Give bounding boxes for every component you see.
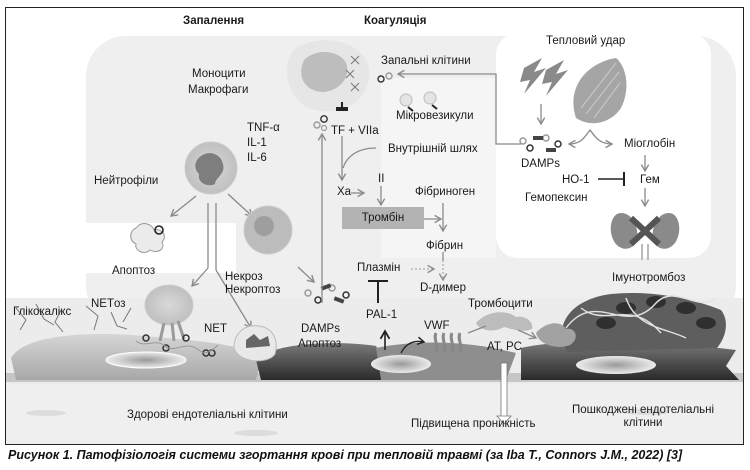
- label-fibrin: Фібрин: [426, 240, 464, 252]
- figure-caption: Рисунок 1. Патофізіологія системи згорта…: [8, 448, 683, 462]
- label-platelets: Тромбоцити: [468, 298, 533, 310]
- label-myoglobin: Міоглобін: [624, 138, 676, 150]
- label-vwf: VWF: [424, 320, 450, 332]
- damps-left-illustration: [304, 283, 350, 304]
- label-inflammatory-cells: Запальні клітини: [381, 55, 471, 67]
- label-netosis: NETоз: [91, 298, 126, 310]
- label-apoptosis-bottom: Апоптоз: [298, 338, 342, 350]
- label-tf-viia: TF + VIIa: [331, 125, 379, 137]
- label-necroptosis: Некроптоз: [225, 284, 281, 296]
- pathophysiology-figure: Запалення Коагуляція Моноцити Макрофаги …: [5, 7, 744, 445]
- label-intrinsic-pathway: Внутрішній шлях: [388, 143, 478, 155]
- label-monocytes: Моноцити: [192, 68, 246, 80]
- microvesicles-illustration: [399, 91, 438, 112]
- section-title-coagulation: Коагуляція: [364, 15, 427, 27]
- label-il1: IL-1: [247, 137, 267, 149]
- label-tnf-alpha: TNF-α: [247, 122, 280, 134]
- label-damaged-endothelium-line2: клітини: [623, 417, 663, 429]
- endothelium-layer: [6, 303, 743, 444]
- label-at-pc: AT, PC: [487, 341, 522, 353]
- label-heat-stroke: Тепловий удар: [546, 35, 626, 47]
- label-net: NET: [204, 323, 227, 335]
- label-pal1: PAL-1: [366, 309, 398, 321]
- macrophage-illustration: [286, 40, 393, 132]
- label-ii: II: [378, 173, 385, 185]
- label-plasmin: Плазмін: [357, 262, 401, 274]
- label-microvesicles: Мікровезикули: [396, 110, 474, 122]
- heat-stroke-illustration: [519, 58, 680, 260]
- platelets-illustration: [467, 312, 538, 340]
- label-increased-permeability: Підвищена проникність: [411, 418, 536, 430]
- label-hemopexin: Гемопексин: [525, 192, 588, 204]
- label-d-dimer: D-димер: [420, 282, 466, 294]
- coagulation-arrows: [317, 69, 521, 354]
- label-necrosis: Некроз: [225, 271, 263, 283]
- label-neutrophils: Нейтрофіли: [94, 175, 159, 187]
- label-macrophages: Макрофаги: [188, 84, 249, 96]
- neutrophil-illustration: [130, 141, 316, 362]
- label-ho1: HO-1: [562, 174, 590, 186]
- label-glycocalyx: Глікокалікс: [13, 306, 72, 318]
- label-damaged-endothelium-line1: Пошкоджені ендотеліальні: [571, 404, 715, 416]
- label-thrombin: Тромбін: [342, 207, 424, 229]
- label-damps-left: DAMPs: [301, 323, 340, 335]
- label-apoptosis-top: Апоптоз: [112, 265, 156, 277]
- label-damps-right: DAMPs: [521, 158, 560, 170]
- immunothrombosis-illustration: [536, 292, 726, 352]
- label-heme: Гем: [640, 174, 660, 186]
- label-immunothrombosis: Імунотромбоз: [612, 272, 686, 284]
- label-fibrinogen: Фібриноген: [415, 186, 476, 198]
- section-title-inflammation: Запалення: [183, 15, 245, 27]
- figure-illustration: [6, 8, 743, 444]
- label-healthy-endothelium: Здорові ендотеліальні клітини: [127, 409, 288, 421]
- label-il6: IL-6: [247, 152, 267, 164]
- label-xa: Xa: [337, 186, 352, 198]
